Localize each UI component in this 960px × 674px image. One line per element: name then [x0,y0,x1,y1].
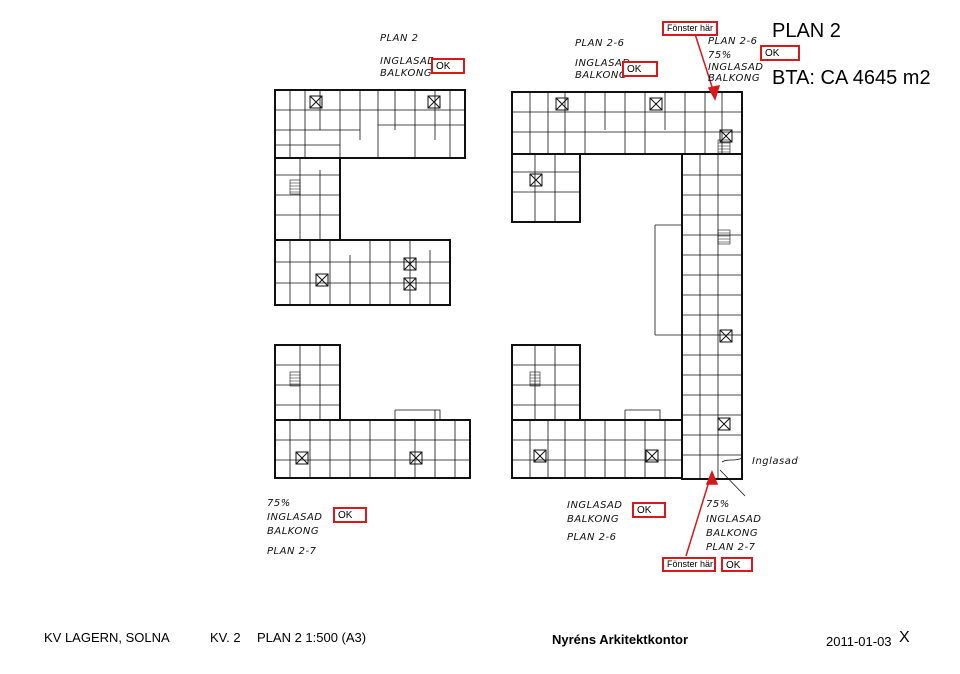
note-top-left-plan: PLAN 2 [380,33,419,44]
right-lower-wing [511,419,683,479]
left-lower-wing [274,419,471,479]
note-bottom-left-plan: PLAN 2-7 [267,546,317,557]
ok-box-bottom-left: OK [333,507,367,523]
left-middle-wing [274,239,451,306]
left-lower-stem [274,344,341,421]
note-bottom-left-balcony-2: BALKONG [267,526,320,537]
note-bottom-right-plan: PLAN 2-7 [706,542,756,553]
note-top-mid-plan: PLAN 2-6 [575,38,625,49]
note-bottom-right-pct: 75% [706,499,730,510]
footer-project: KV LAGERN, SOLNA [44,630,170,645]
footer-mark: X [899,629,910,646]
note-top-mid-balcony-1: INGLASAD [575,58,631,69]
page-title: PLAN 2 [772,20,841,42]
ok-box-top-left: OK [431,58,465,74]
footer-office: Nyréns Arkitektkontor [552,632,689,647]
note-top-right-pct: 75% [708,50,732,61]
footer-plan-scale: PLAN 2 1:500 (A3) [257,630,367,645]
top-arrow-head [707,85,721,101]
window-label-bottom: Fönster här [662,557,716,572]
left-upper-stem [274,157,341,241]
right-east-wing [681,153,743,480]
note-bottom-right-balcony-1: INGLASAD [706,514,762,525]
right-lower-stem [511,344,581,421]
note-bottom-left-pct: 75% [267,498,291,509]
note-top-right-balcony-2: BALKONG [708,73,761,84]
footer-date: 2011-01-03 [826,634,892,649]
note-bottom-mid-balcony-2: BALKONG [567,514,620,525]
note-bottom-right-balcony-2: BALKONG [706,528,759,539]
right-upper-stem [511,153,581,223]
note-top-right-plan: PLAN 2-6 [708,36,758,47]
note-bottom-mid-plan: PLAN 2-6 [567,532,617,543]
footer-level: KV. 2 [210,630,241,645]
right-upper-wing [511,91,743,155]
note-top-mid-balcony-2: BALKONG [575,70,628,81]
bta-area: BTA: CA 4645 m2 [772,67,931,89]
ok-box-bottom-right: OK [721,557,753,572]
note-top-right-balcony-1: INGLASAD [708,62,764,73]
note-bottom-mid-balcony-1: INGLASAD [567,500,623,511]
left-upper-wing [274,89,466,159]
ok-box-bottom-mid: OK [632,502,666,518]
ok-box-top-mid: OK [622,61,658,77]
note-top-left-balcony-1: INGLASAD [380,56,436,67]
window-label-top: Fönster här [662,21,718,36]
note-top-left-balcony-2: BALKONG [380,68,433,79]
ok-box-top-right: OK [760,45,800,61]
bottom-window-arrow [685,474,712,557]
note-side-inglasad: Inglasad [752,456,799,467]
note-bottom-left-balcony-1: INGLASAD [267,512,323,523]
bottom-arrow-head [705,470,719,485]
top-window-arrow [694,33,716,97]
